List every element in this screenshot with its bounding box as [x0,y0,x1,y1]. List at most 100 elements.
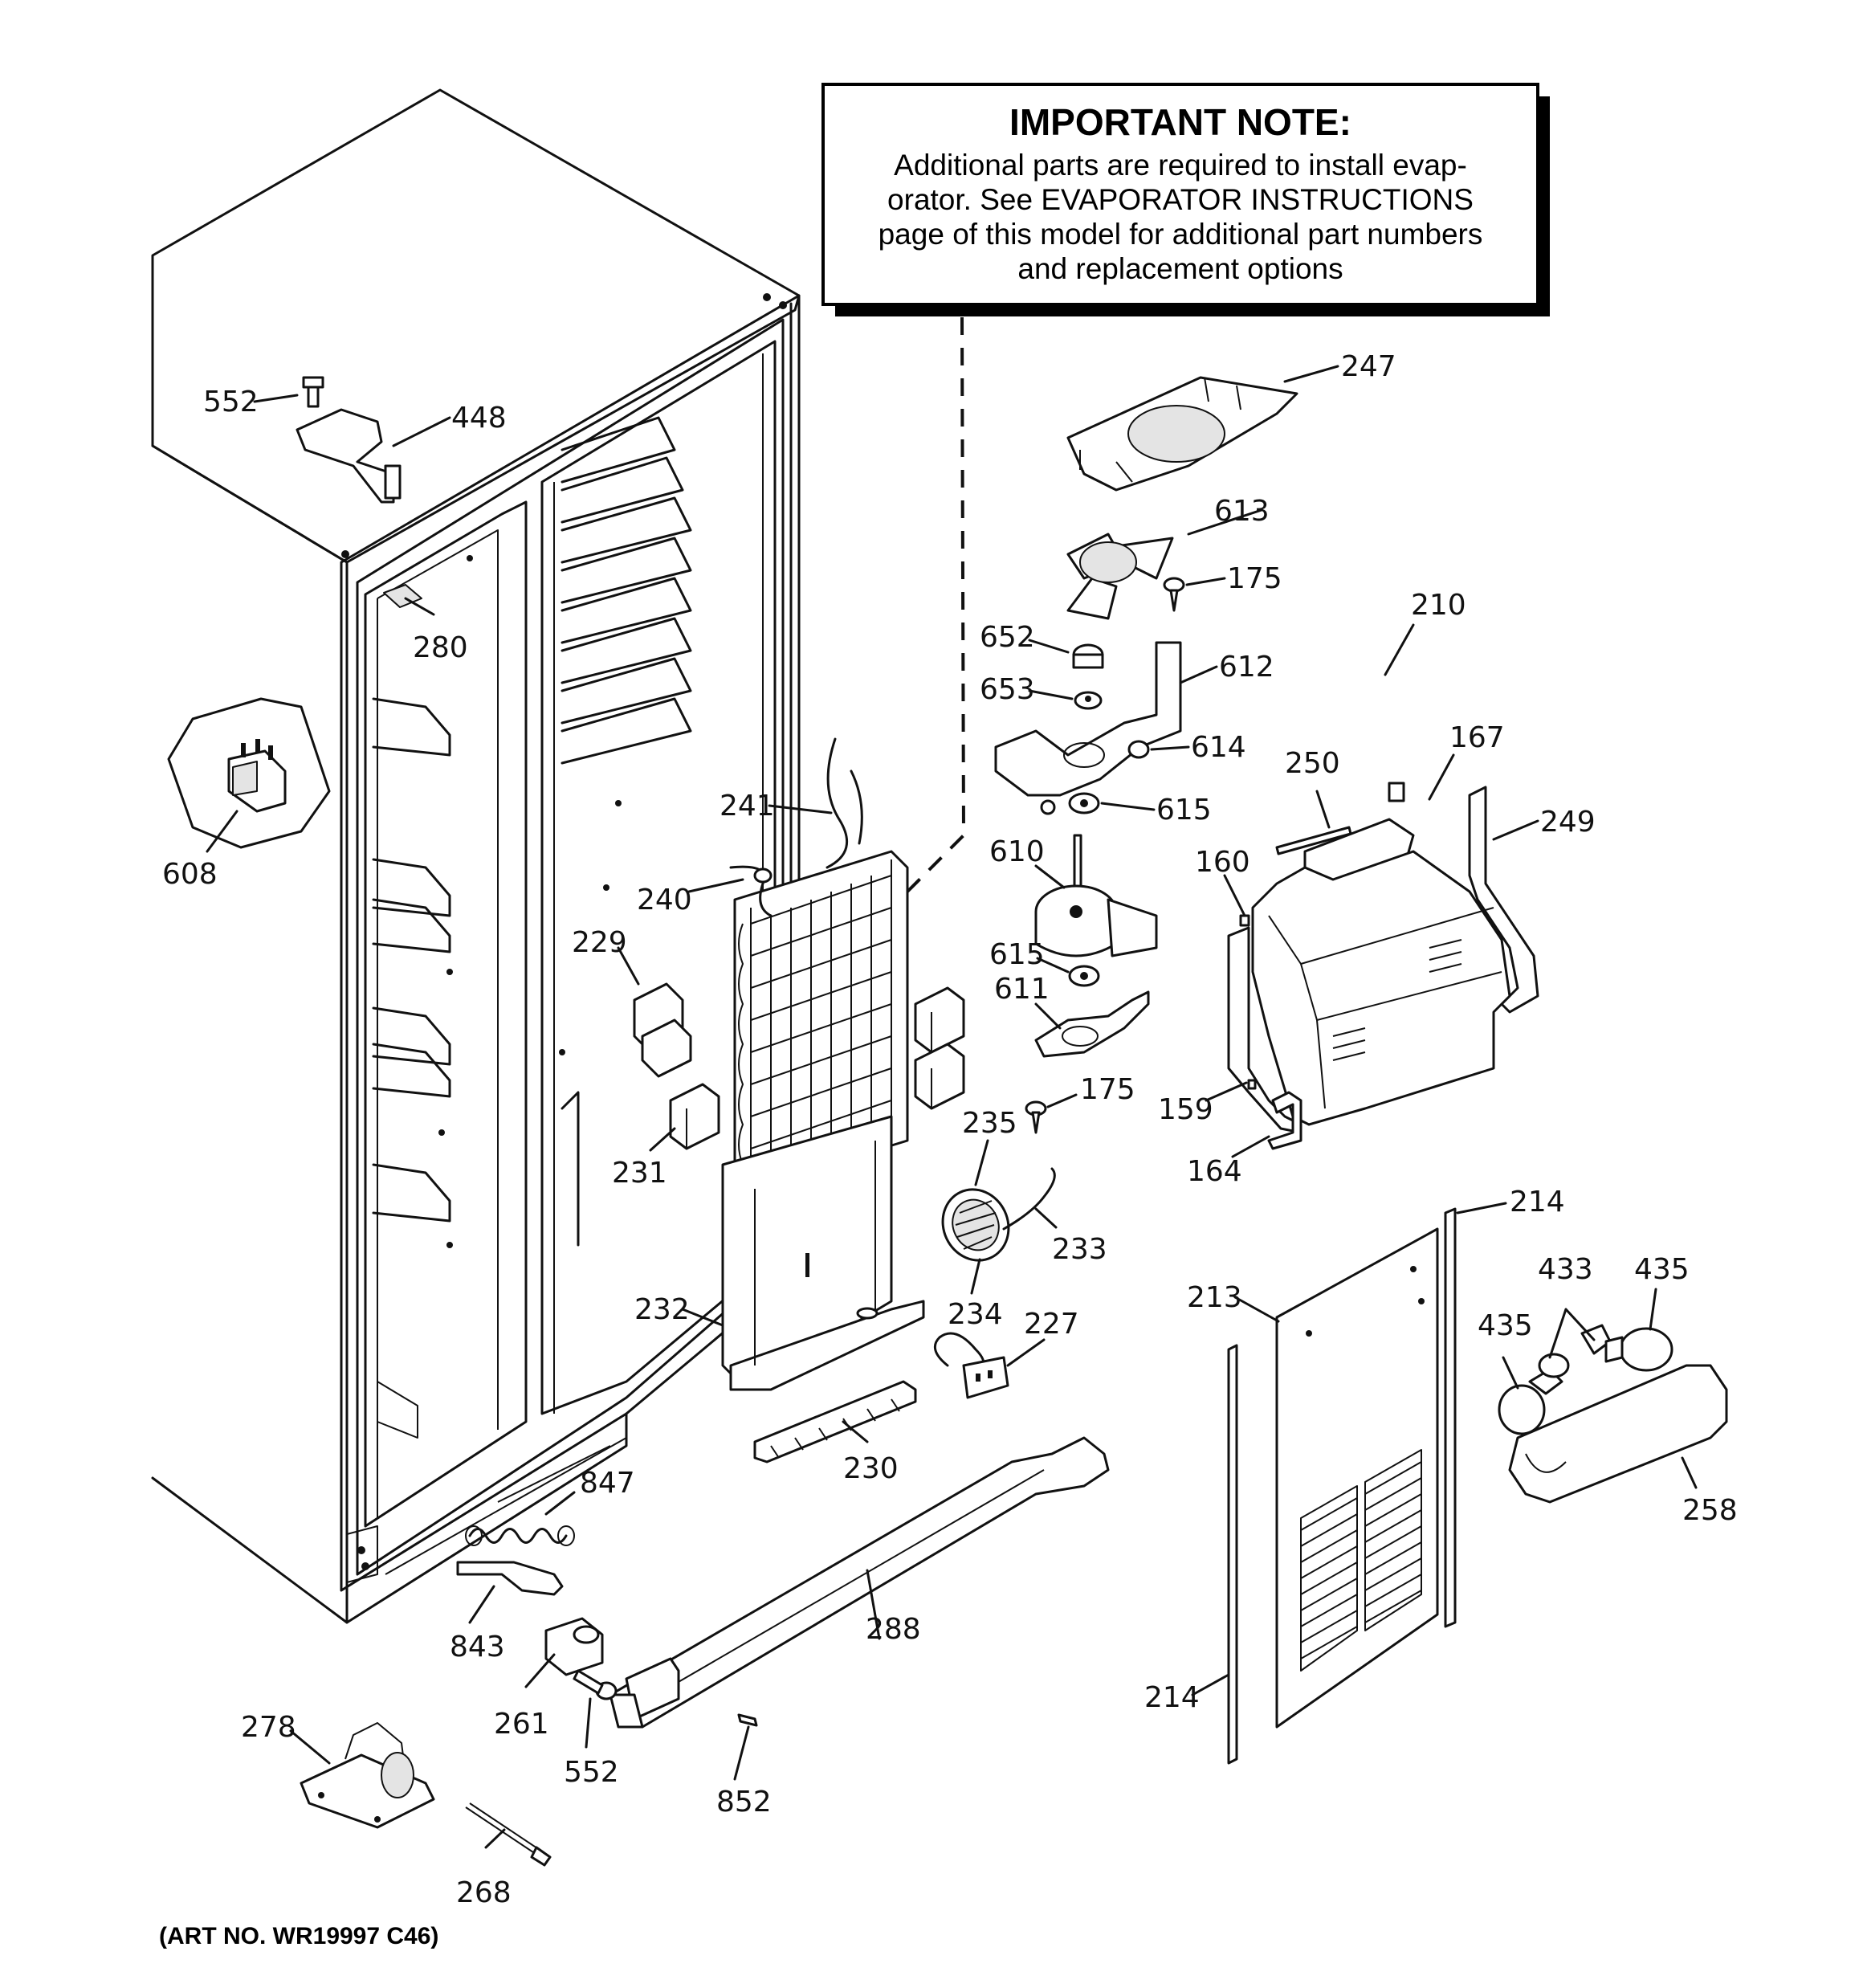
callout-611: 611 [994,973,1050,1006]
callout-653: 653 [980,673,1035,706]
callout-448: 448 [451,402,507,435]
callout-labels: 552 448 280 608 247 613 175 652 612 653 … [162,350,1738,1909]
part-240-sensor-wire[interactable] [729,865,773,917]
callout-232: 232 [634,1293,690,1326]
callout-552-lower: 552 [564,1756,619,1789]
part-214-trim-strip-left[interactable] [1227,1344,1238,1765]
part-611-motor-bracket-lower[interactable] [1034,990,1150,1058]
callout-250: 250 [1285,747,1340,780]
callout-433: 433 [1538,1253,1593,1286]
note-line-2: orator. See EVAPORATOR INSTRUCTIONS [887,183,1474,216]
part-608-switch[interactable] [227,739,287,813]
callout-214-lower: 214 [1144,1681,1200,1714]
callout-160: 160 [1195,846,1250,879]
callout-652: 652 [980,621,1035,654]
important-note-box: IMPORTANT NOTE: Additional parts are req… [821,83,1550,316]
part-615-grommet-lower[interactable] [1068,965,1100,987]
callout-241: 241 [720,790,775,823]
note-line-4: and replacement options [1017,252,1343,285]
part-653-grommet[interactable] [1074,691,1103,710]
part-160-clip[interactable] [1239,914,1250,927]
part-552-screw-bottom[interactable] [573,1669,618,1700]
part-164-bracket[interactable] [1267,1091,1302,1150]
part-240-sensor [753,867,773,884]
part-652-bushing[interactable] [1072,643,1104,669]
callout-258: 258 [1682,1494,1738,1527]
part-230-heater[interactable] [753,1380,917,1463]
part-227-connector[interactable] [933,1332,1009,1399]
callout-278: 278 [241,1711,296,1744]
part-175-screw-lower[interactable] [1025,1100,1047,1134]
callout-435-right: 435 [1634,1253,1690,1286]
part-435-bulb-left[interactable] [1498,1368,1563,1435]
callout-288: 288 [866,1613,921,1646]
part-213-evaporator-cover-panel[interactable] [1275,1227,1439,1729]
callout-280: 280 [413,631,468,664]
callout-240: 240 [637,884,692,916]
part-433-socket[interactable] [1538,1324,1612,1378]
part-847-spring[interactable] [465,1525,575,1546]
callout-615: 615 [1156,794,1212,827]
callout-164: 164 [1187,1155,1242,1188]
part-air-duct-housing [1227,850,1511,1134]
part-614-grommet[interactable] [1127,740,1150,759]
part-852-screw[interactable] [737,1713,758,1727]
callout-234: 234 [948,1298,1003,1331]
callout-435-left: 435 [1478,1309,1533,1342]
part-288-door-stop-bar[interactable] [609,1436,1110,1729]
callout-214: 214 [1510,1186,1565,1219]
part-843-link[interactable] [456,1561,564,1596]
part-233-wire[interactable] [1002,1167,1056,1231]
note-pointer-dashed-line [866,316,966,933]
part-insulation-block-right-upper [914,986,965,1054]
part-232-drain-pan[interactable] [721,1115,925,1391]
hinge-pin [384,464,402,500]
part-175-screw-upper[interactable] [1163,577,1185,612]
callout-213: 213 [1187,1281,1242,1314]
part-615-grommet-upper[interactable] [1068,792,1100,814]
part-214-trim-strip-right[interactable] [1444,1207,1457,1628]
part-610-fan-motor[interactable] [1034,834,1158,957]
part-261-bracket[interactable] [544,1617,604,1676]
part-268-adjusting-screw[interactable] [465,1802,552,1867]
part-229-insulation-block[interactable] [633,982,692,1078]
note-line-1: Additional parts are required to install… [894,149,1467,182]
callout-235: 235 [962,1107,1017,1140]
callout-229: 229 [572,926,627,959]
part-insulation-block-right-lower [914,1043,965,1110]
callout-852: 852 [716,1786,772,1819]
part-247-fan-cover[interactable] [1066,376,1298,492]
callout-610: 610 [989,835,1045,868]
part-241-wire-harness[interactable] [826,737,849,869]
part-241-wire-harness-2 [850,769,863,845]
part-552-screw-top[interactable] [302,376,324,408]
callout-615-lower: 615 [989,938,1045,971]
part-258-light-shield[interactable] [1508,1364,1728,1504]
callout-167: 167 [1449,721,1505,754]
callout-159: 159 [1158,1093,1213,1126]
callout-231: 231 [612,1157,667,1190]
part-613-fan-blade[interactable] [1066,533,1174,620]
callout-227: 227 [1024,1308,1079,1341]
callout-843: 843 [450,1631,505,1663]
callout-847: 847 [580,1467,635,1500]
callout-614: 614 [1191,731,1246,764]
part-608-detail-octagon [167,697,331,849]
callout-608: 608 [162,858,218,891]
part-grommet-small [1040,799,1056,815]
part-231-insulation-block[interactable] [669,1083,720,1150]
part-249-side-panel[interactable] [1468,786,1539,1014]
callout-210: 210 [1411,589,1466,622]
callout-613: 613 [1214,495,1270,528]
callout-261: 261 [494,1708,549,1741]
part-612-motor-bracket[interactable] [994,641,1182,797]
callout-230: 230 [843,1452,899,1485]
art-number: (ART NO. WR19997 C46) [159,1923,438,1949]
part-278-roller-assembly[interactable] [300,1722,435,1829]
refrigerator-cabinet [151,88,801,1624]
callout-552: 552 [203,386,259,418]
part-159-clip[interactable] [1247,1079,1257,1090]
part-235-grille[interactable] [932,1178,1021,1271]
part-435-bulb-right[interactable] [1604,1327,1673,1372]
